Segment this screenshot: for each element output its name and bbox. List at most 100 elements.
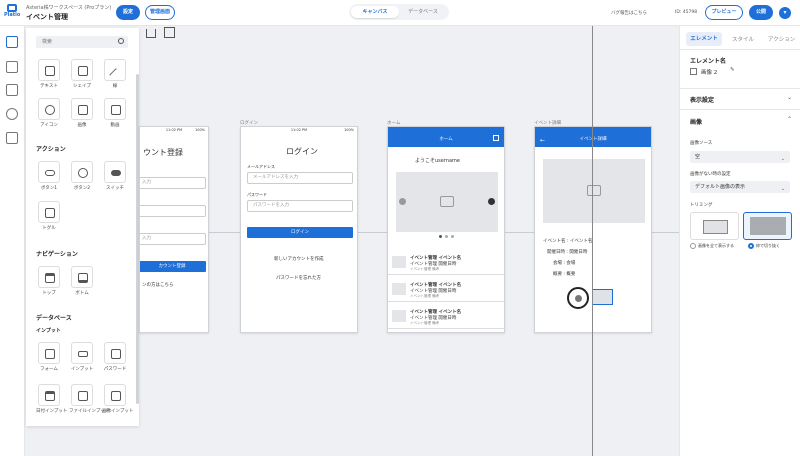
- tab-canvas[interactable]: キャンバス: [351, 6, 399, 18]
- display-settings-header[interactable]: 表示設定: [690, 97, 715, 104]
- list-item[interactable]: イベント管理 イベント名イベント管理 開催日時イベント管理 備考: [388, 278, 504, 302]
- tile-shape[interactable]: シェイプ: [69, 59, 95, 89]
- tile-bottom-nav[interactable]: ボトム: [69, 266, 95, 296]
- tab-database[interactable]: データベース: [408, 9, 438, 15]
- media-icon[interactable]: [6, 132, 18, 144]
- tile-label: ボタン1: [40, 186, 58, 191]
- cursor-indicator-icon: [567, 287, 589, 309]
- palette-icon[interactable]: [6, 108, 18, 120]
- screen-detail[interactable]: イベント詳細 ← イベント名 : イベント名 開催日時 : 開催日時 会場 : …: [534, 126, 652, 333]
- selected-image-element[interactable]: [592, 289, 613, 305]
- email-field[interactable]: メールアドレスを入力: [247, 172, 353, 184]
- register-field[interactable]: 入力: [140, 177, 206, 189]
- shape-icon: [78, 66, 88, 76]
- tile-label: アイコン: [40, 123, 58, 128]
- carousel-next-icon[interactable]: [488, 198, 495, 205]
- element-panel: 検索 テキスト シェイプ 線 アイコン 画像 動画 アクション ボタン1 ボタン…: [26, 28, 139, 426]
- element-name-value[interactable]: 画像 2: [701, 70, 718, 76]
- image-source-select[interactable]: 空⌄: [690, 151, 790, 163]
- tile-input[interactable]: インプット: [69, 342, 95, 372]
- settings-button[interactable]: 設定: [116, 5, 140, 20]
- radio-crop[interactable]: [748, 243, 754, 249]
- list-item[interactable]: イベント管理 イベント名イベント管理 開催日時イベント管理 備考: [388, 251, 504, 275]
- bug-report-link[interactable]: バグ報告はこちら: [611, 11, 647, 16]
- tile-form[interactable]: フォーム: [36, 342, 62, 372]
- register-login-link[interactable]: ンの方はこちら: [142, 283, 174, 288]
- chevron-down-icon[interactable]: ▾: [779, 7, 791, 19]
- layout-icon[interactable]: [6, 61, 18, 73]
- tab-action[interactable]: アクション: [768, 37, 796, 43]
- elements-icon[interactable]: [6, 36, 18, 48]
- tile-switch[interactable]: スイッチ: [102, 161, 128, 191]
- tile-line[interactable]: 線: [102, 59, 128, 89]
- workspace-name[interactable]: Asteria株ワークスペース (Proプラン): [26, 5, 112, 11]
- tile-password[interactable]: パスワード: [102, 342, 128, 372]
- radio-fit[interactable]: [690, 243, 696, 249]
- detail-row: 会場 : 会場: [553, 261, 576, 266]
- register-field[interactable]: [140, 205, 206, 217]
- tab-style[interactable]: スタイル: [732, 37, 755, 43]
- trim-fit-option[interactable]: [690, 212, 739, 240]
- top-nav-icon: [45, 273, 55, 283]
- tile-text[interactable]: テキスト: [36, 59, 62, 89]
- tile-top-nav[interactable]: トップ: [36, 266, 62, 296]
- login-button[interactable]: ログイン: [247, 227, 353, 238]
- switch-icon: [111, 170, 121, 176]
- edit-pencil-icon[interactable]: ✎: [730, 67, 735, 73]
- tile-icon[interactable]: アイコン: [36, 98, 62, 128]
- line-icon: [108, 67, 124, 83]
- tile-date-input[interactable]: 日付インプット: [36, 384, 67, 414]
- carousel-dots[interactable]: [439, 235, 455, 238]
- panel-scrollbar[interactable]: [136, 74, 139, 404]
- detail-value: 開催日時: [569, 250, 588, 255]
- detail-image[interactable]: [543, 159, 645, 223]
- tile-label: 線: [112, 84, 118, 89]
- emoji-icon: [45, 105, 55, 115]
- no-image-select[interactable]: デフォルト画像の表示⌄: [690, 181, 790, 193]
- detail-key: イベント名: [543, 239, 566, 244]
- image-source-value: 空: [695, 154, 701, 160]
- platio-logo[interactable]: Platio: [4, 4, 20, 22]
- tile-button1[interactable]: ボタン1: [36, 161, 62, 191]
- publish-button[interactable]: 公開: [749, 5, 773, 20]
- tile-file-input[interactable]: ファイルインプット: [69, 384, 109, 414]
- tile-image[interactable]: 画像: [69, 98, 95, 128]
- list-item[interactable]: イベント管理 イベント名イベント管理 開催日時イベント管理 備考: [388, 305, 504, 329]
- forgot-password-link[interactable]: パスワードを忘れた方: [276, 276, 321, 281]
- chevron-up-icon[interactable]: ⌃: [786, 116, 792, 123]
- button-icon: [45, 170, 55, 176]
- image-section-header[interactable]: 画像: [690, 119, 703, 126]
- carousel-image[interactable]: [396, 172, 498, 232]
- calendar-icon: [45, 391, 55, 401]
- password-field[interactable]: パスワードを入力: [247, 200, 353, 212]
- frame-icon[interactable]: [164, 27, 175, 38]
- search-input[interactable]: 検索: [36, 36, 128, 48]
- trimming-label: トリミング: [690, 203, 713, 208]
- logout-icon[interactable]: [493, 135, 499, 141]
- carousel-prev-icon[interactable]: [399, 198, 406, 205]
- manage-screens-button[interactable]: 管理画面: [145, 5, 175, 20]
- tile-toggle[interactable]: トグル: [36, 201, 62, 231]
- input-icon: [78, 351, 88, 357]
- home-header: ホーム: [388, 127, 504, 147]
- tile-video[interactable]: 動画: [102, 98, 128, 128]
- layers-icon[interactable]: [6, 84, 18, 96]
- chevron-down-icon[interactable]: ⌄: [786, 94, 792, 101]
- tab-element[interactable]: エレメント: [686, 32, 722, 46]
- tile-button2[interactable]: ボタン2: [69, 161, 95, 191]
- text-icon: [45, 66, 55, 76]
- register-field[interactable]: 入力: [140, 233, 206, 245]
- preview-button[interactable]: プレビュー: [705, 5, 743, 20]
- screen-home[interactable]: ホーム ようこそusername イベント管理 イベント名イベント管理 開催日時…: [387, 126, 505, 333]
- item-date: イベント管理 開催日時: [410, 262, 457, 267]
- create-account-link[interactable]: 新しいアカウントを作成: [274, 257, 324, 262]
- screen-label-home: ホーム: [387, 121, 401, 126]
- sitemap-icon[interactable]: [146, 29, 156, 38]
- register-button[interactable]: カウント登録: [140, 261, 206, 272]
- back-arrow-icon[interactable]: ←: [540, 137, 546, 144]
- trim-crop-option[interactable]: [743, 212, 792, 240]
- tile-image-input[interactable]: 画像インプット: [102, 384, 133, 414]
